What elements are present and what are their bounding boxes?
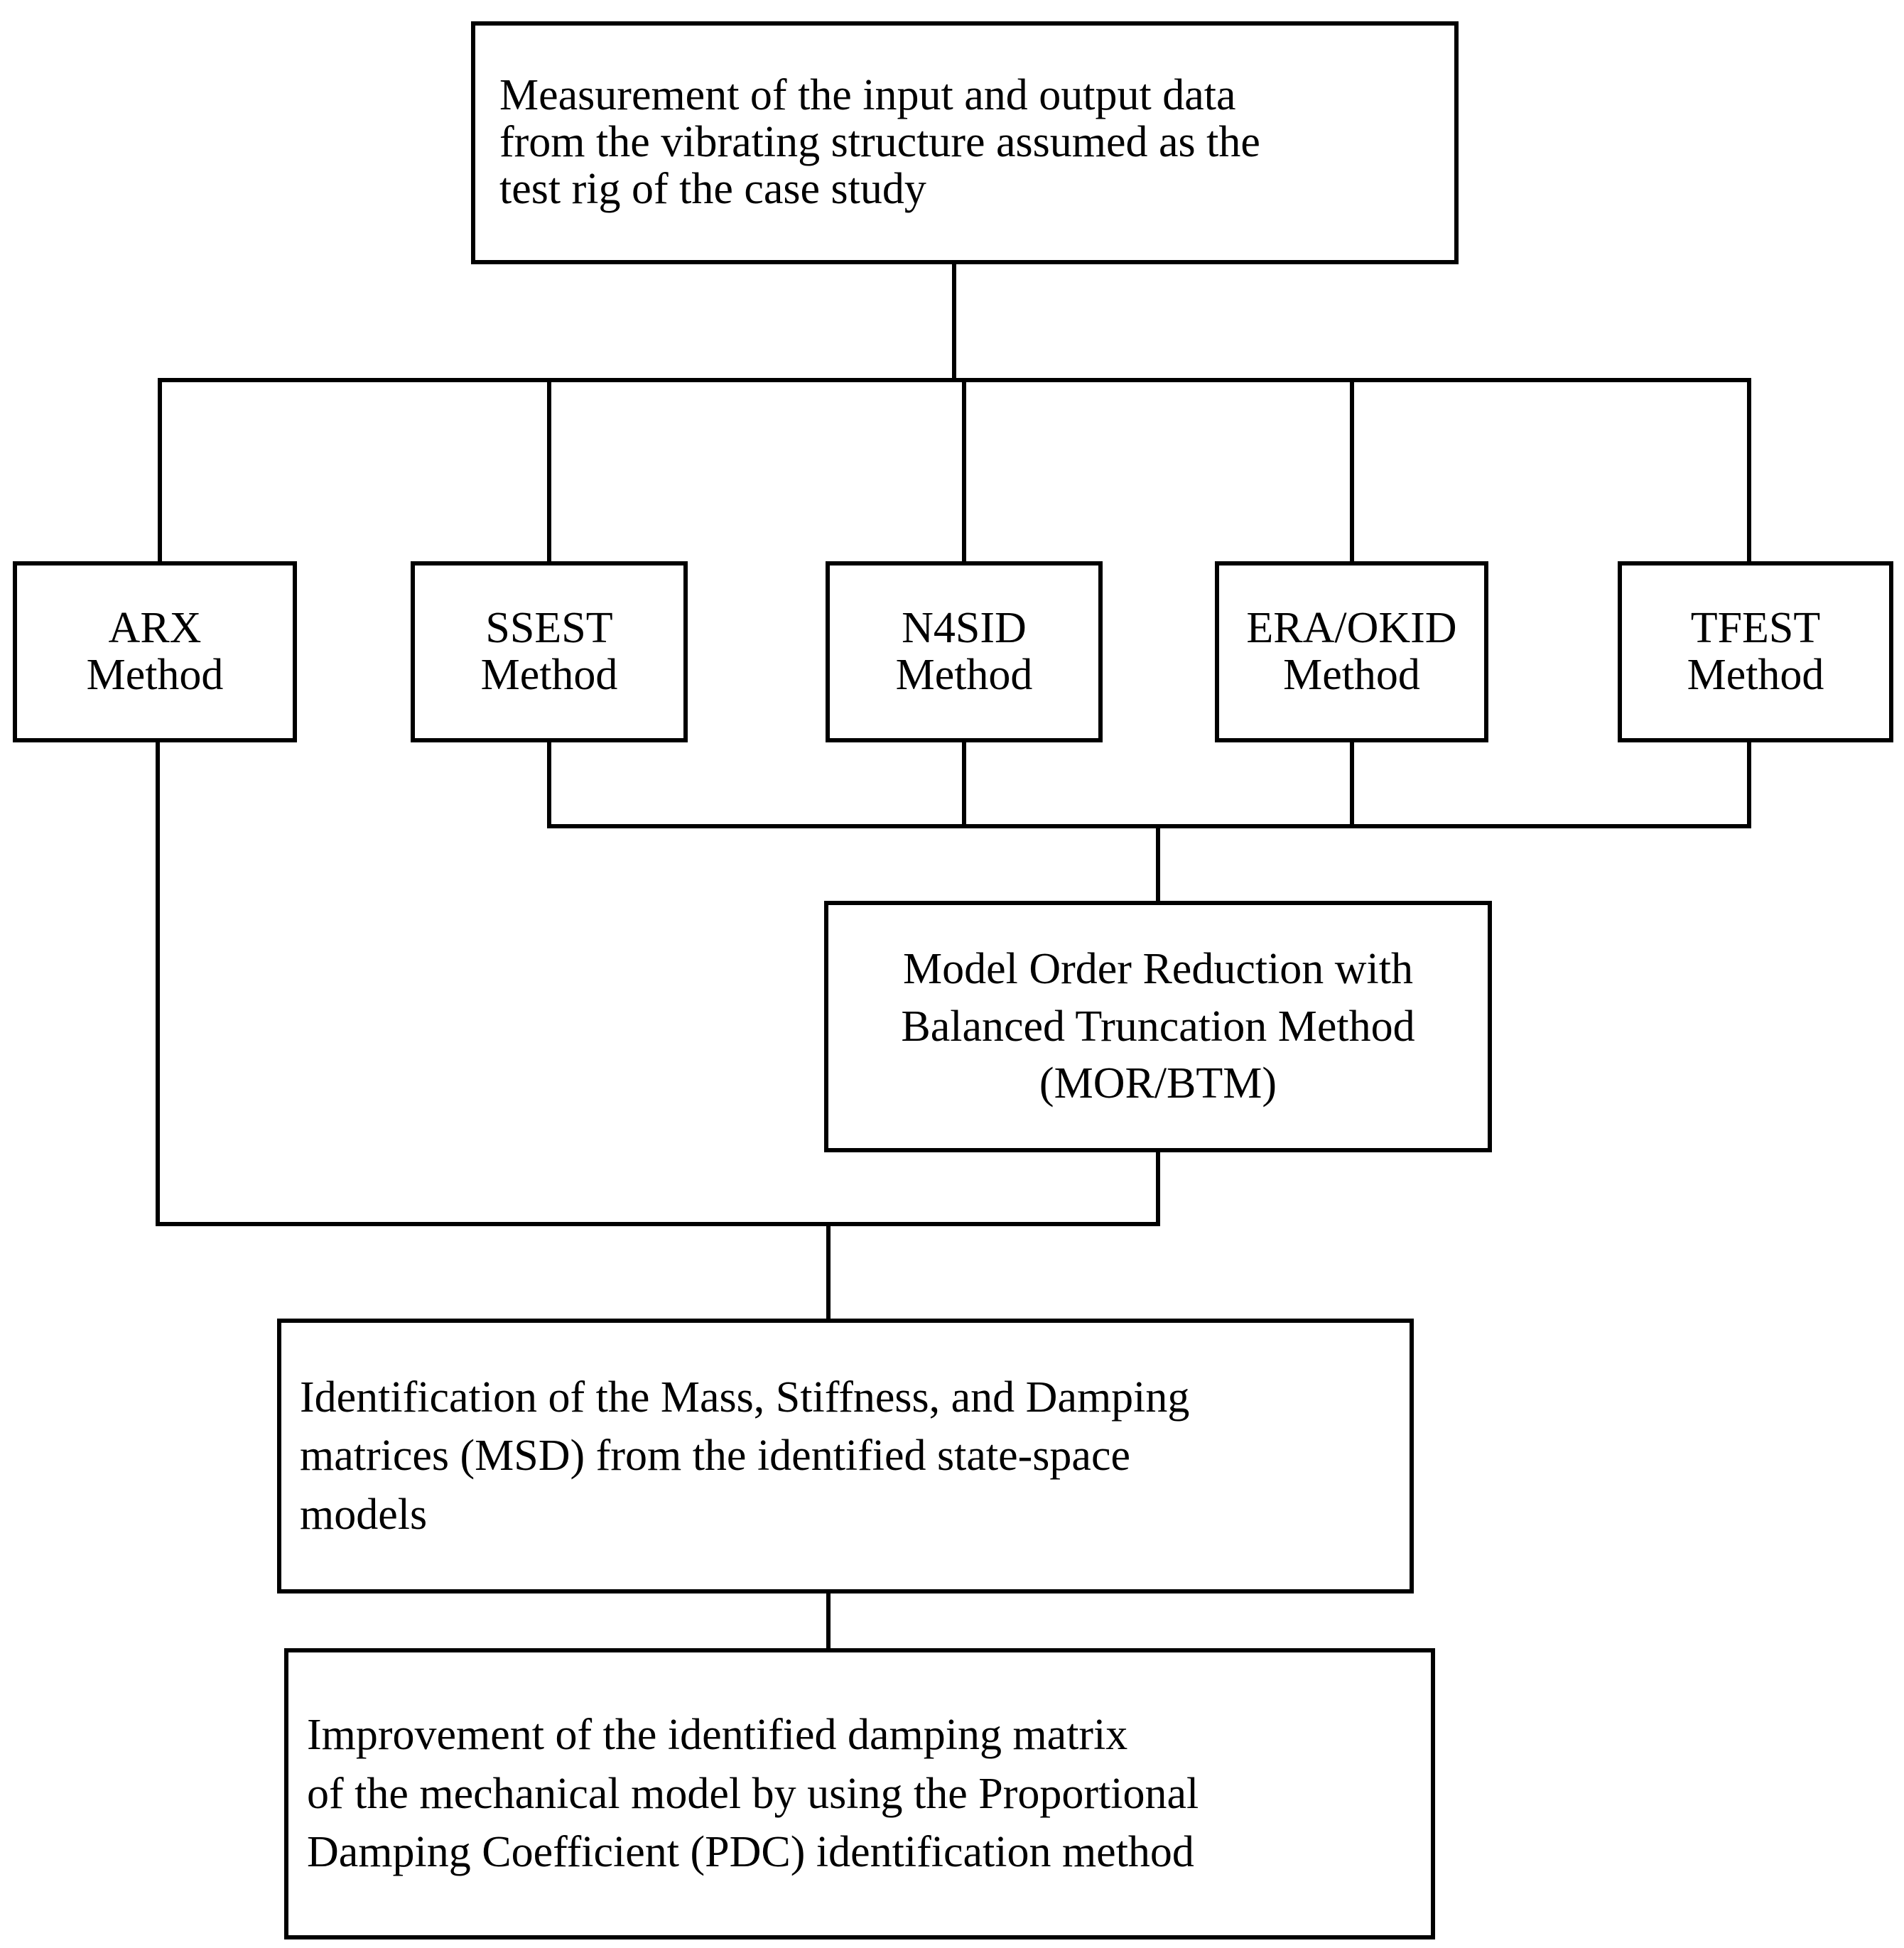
node-n4sid-line-1: N4SID (902, 604, 1027, 653)
connector-n4sid-to-merge (962, 740, 966, 828)
connector-mor-down (1156, 1149, 1160, 1226)
node-msd-line-3: models (300, 1490, 428, 1539)
connector-measurement-to-bus (952, 264, 956, 382)
node-arx-method[interactable]: ARX Method (13, 561, 297, 742)
connector-merge-to-mor (1156, 824, 1160, 905)
node-mor-line-2: Balanced Truncation Method (901, 1002, 1415, 1051)
connector-msd-join-rail (156, 1222, 1160, 1226)
node-ssest-line-1: SSEST (485, 604, 613, 653)
node-damping-improvement[interactable]: Improvement of the identified damping ma… (284, 1648, 1435, 1939)
node-ssest-method[interactable]: SSEST Method (411, 561, 688, 742)
node-msd-identification[interactable]: Identification of the Mass, Stiffness, a… (277, 1319, 1414, 1593)
node-msd-line-2: matrices (MSD) from the identified state… (300, 1432, 1130, 1481)
connector-bus-to-tfest (1747, 378, 1751, 564)
connector-method-bus (158, 378, 1751, 382)
node-measurement-line-2: from the vibrating structure assumed as … (499, 118, 1260, 167)
connector-ssest-to-merge (547, 740, 551, 828)
node-ssest-line-2: Method (480, 650, 618, 699)
node-n4sid-method[interactable]: N4SID Method (826, 561, 1103, 742)
node-tfest-line-2: Method (1687, 650, 1824, 699)
node-measurement[interactable]: Measurement of the input and output data… (471, 21, 1459, 264)
connector-bus-to-ssest (547, 378, 551, 564)
connector-arx-down (156, 740, 160, 1226)
node-tfest-method[interactable]: TFEST Method (1618, 561, 1893, 742)
node-tfest-line-1: TFEST (1690, 604, 1821, 653)
connector-merge-rail (547, 824, 1751, 828)
node-model-order-reduction[interactable]: Model Order Reduction with Balanced Trun… (824, 901, 1492, 1152)
connector-msd-to-improvement (826, 1591, 831, 1651)
node-eraokid-line-2: Method (1283, 650, 1420, 699)
connector-bus-to-eraokid (1350, 378, 1354, 564)
node-msd-line-1: Identification of the Mass, Stiffness, a… (300, 1373, 1190, 1422)
connector-eraokid-to-merge (1350, 740, 1354, 828)
node-measurement-line-1: Measurement of the input and output data (499, 71, 1236, 120)
node-arx-line-1: ARX (108, 604, 202, 653)
node-improvement-line-3: Damping Coefficient (PDC) identification… (307, 1828, 1194, 1877)
node-arx-line-2: Method (86, 650, 224, 699)
connector-bus-to-n4sid (962, 378, 966, 564)
connector-join-to-msd (826, 1222, 831, 1321)
node-mor-line-3: (MOR/BTM) (1039, 1059, 1277, 1108)
connector-bus-to-arx (158, 378, 162, 564)
node-era-okid-method[interactable]: ERA/OKID Method (1215, 561, 1488, 742)
node-improvement-line-1: Improvement of the identified damping ma… (307, 1711, 1128, 1760)
node-n4sid-line-2: Method (895, 650, 1033, 699)
node-mor-line-1: Model Order Reduction with (902, 945, 1414, 994)
connector-tfest-to-merge (1747, 740, 1751, 828)
node-eraokid-line-1: ERA/OKID (1246, 604, 1457, 653)
node-improvement-line-2: of the mechanical model by using the Pro… (307, 1769, 1199, 1818)
node-measurement-line-3: test rig of the case study (499, 164, 926, 213)
